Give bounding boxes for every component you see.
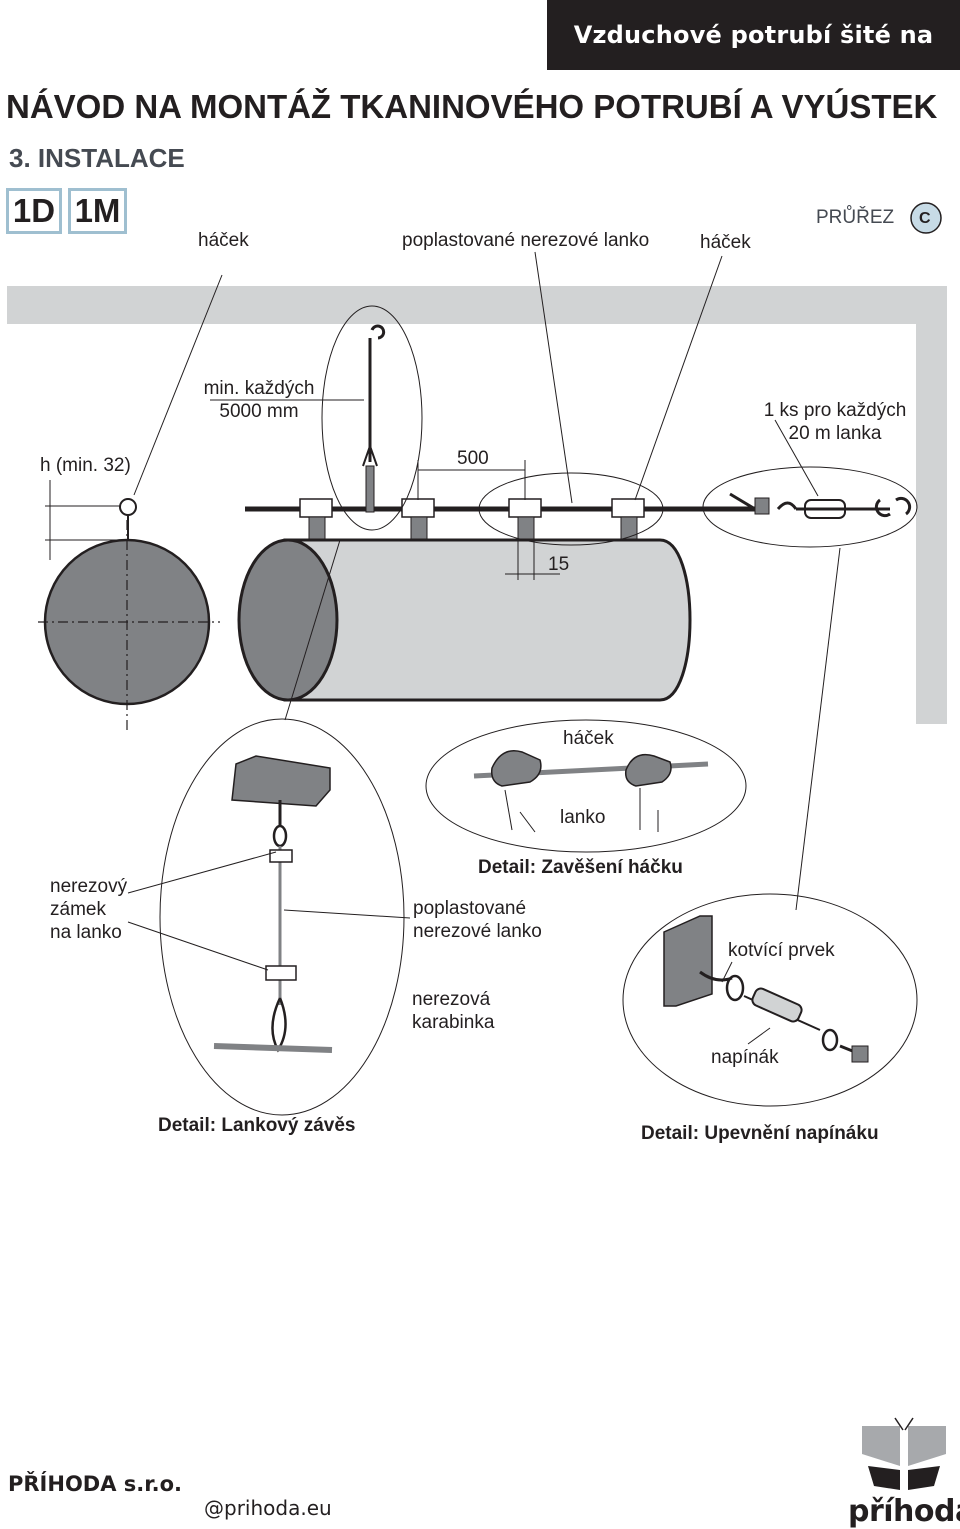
detail-hook-title: Detail: Zavěšení háčku — [478, 857, 683, 878]
ceiling-plate-icon — [231, 755, 331, 807]
suspension-callout — [321, 305, 423, 531]
leader-line — [634, 255, 723, 501]
clip-icon — [299, 498, 333, 540]
tensioner-callout — [702, 466, 918, 548]
leader-line — [133, 274, 223, 496]
label-per-20m-line1: 1 ks pro každých — [763, 400, 907, 421]
lock-icon — [269, 849, 293, 863]
label-carabiner-line2: karabinka — [412, 1012, 495, 1033]
label-lock: nerezový zámek na lanko — [50, 875, 127, 944]
label-tensioner: napínák — [711, 1047, 779, 1068]
brand-banner: Vzduchové potrubí šité na míru — [547, 0, 960, 119]
label-coated-line2: nerezové lanko — [413, 921, 542, 942]
prihoda-logo-icon — [862, 1417, 946, 1490]
leader-line — [127, 921, 269, 971]
label-h-min: h (min. 32) — [40, 455, 131, 476]
label-lock-line3: na lanko — [50, 922, 122, 943]
detail-cable-title: Detail: Lankový závěs — [158, 1115, 356, 1136]
hook-icon — [874, 498, 891, 518]
label-coated-cable: poplastované nerezové lanko — [413, 897, 542, 943]
section-heading: 3. INSTALACE — [9, 143, 185, 173]
clip-callout — [478, 472, 664, 546]
clip-icon — [611, 498, 645, 540]
clip-icon — [401, 498, 435, 540]
tensioner-icon — [751, 987, 803, 1023]
leader-line — [283, 909, 411, 919]
ceiling-hook-icon — [370, 324, 386, 340]
leader-line — [795, 547, 841, 911]
detail-cable-ellipse — [159, 718, 405, 1116]
nut-icon — [851, 1045, 869, 1063]
detail-tensioner-title: Detail: Upevnění napínáku — [641, 1123, 879, 1144]
label-min-every-line1: min. každých — [203, 378, 315, 399]
label-detail-hook-hacek: háček — [563, 728, 614, 749]
detail-hook-icon — [490, 750, 542, 787]
leader-line — [534, 251, 573, 504]
duct-body — [283, 538, 692, 702]
anchor-plate-icon — [663, 915, 713, 1007]
footer-company: PŘÍHODA s.r.o. — [8, 1472, 183, 1496]
duct-end — [237, 538, 339, 702]
label-per-20m-line2: 20 m lanka — [788, 423, 882, 444]
leader-line — [774, 419, 819, 497]
hook-icon — [119, 498, 137, 516]
label-dim-15: 15 — [548, 554, 570, 575]
duct-rod — [213, 1043, 333, 1053]
clip-icon — [508, 498, 542, 540]
turnbuckle-icon — [365, 465, 375, 513]
label-dim-500: 500 — [457, 448, 489, 469]
page-title: NÁVOD NA MONTÁŽ TKANINOVÉHO POTRUBÍ A VY… — [6, 88, 938, 125]
lock-icon — [265, 965, 297, 981]
label-coated-line1: poplastované — [413, 898, 527, 919]
detail-hook-icon — [624, 753, 672, 787]
label-hook-right: háček — [700, 232, 751, 253]
label-min-every-line2: 5000 mm — [219, 401, 299, 422]
leader-line — [284, 539, 341, 721]
logo-text: příhoda — [848, 1494, 960, 1529]
cross-section-label: PRŮŘEZ — [816, 207, 895, 228]
leader-line — [127, 851, 277, 894]
label-carabiner-line1: nerezová — [412, 989, 491, 1010]
label-min-every: min. každých 5000 mm — [196, 377, 322, 423]
detail-hook-ellipse — [425, 719, 747, 853]
detail-tensioner-ellipse — [622, 893, 918, 1107]
label-anchor: kotvící prvek — [728, 940, 835, 961]
label-carabiner: nerezová karabinka — [412, 988, 494, 1034]
badge-1d: 1D — [6, 188, 62, 234]
badge-1m: 1M — [68, 188, 127, 234]
cross-section-letter: C — [919, 210, 931, 227]
cross-section-badge — [910, 202, 942, 234]
label-per-20m: 1 ks pro každých 20 m lanka — [752, 399, 918, 445]
label-lock-line1: nerezový — [50, 876, 128, 897]
footer-web[interactable]: @prihoda.eu — [204, 1496, 332, 1520]
label-detail-hook-lanko: lanko — [560, 807, 606, 828]
label-hook-left: háček — [198, 230, 249, 251]
label-coated-cable-top: poplastované nerezové lanko — [402, 230, 650, 251]
label-lock-line2: zámek — [50, 899, 106, 920]
carabiner-icon — [271, 997, 287, 1053]
